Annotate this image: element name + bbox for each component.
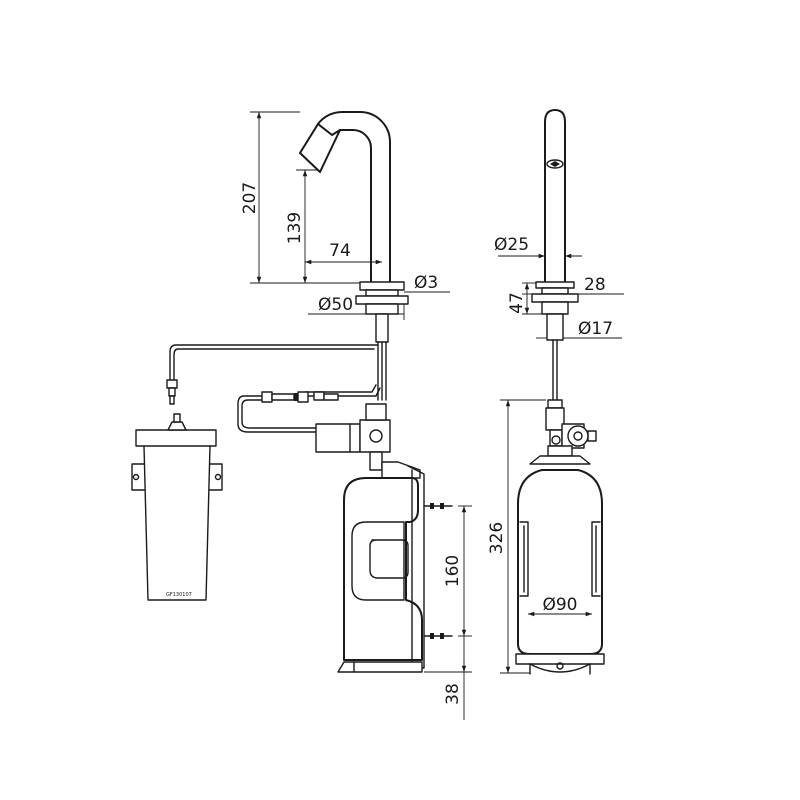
soap-bottle-side (515, 399, 605, 675)
dim-spout-diameter: Ø25 (494, 235, 529, 255)
bottle-front-dimensions: 160 38 (424, 505, 472, 720)
dim-base-diameter: Ø50 (318, 295, 353, 315)
dim-bracket-spacing: 160 (443, 555, 463, 587)
wall-bracket-cover: GF130107 (131, 413, 223, 601)
bottle-side-dimensions: 326 Ø90 (487, 399, 592, 674)
faucet-side-view (531, 109, 579, 401)
faucet-front-dimensions: 207 139 74 Ø3 Ø50 (240, 111, 450, 320)
dim-shank-diameter: Ø17 (578, 319, 613, 339)
dim-spout-reach: 74 (329, 241, 351, 261)
dim-faucet-height: 207 (240, 182, 260, 214)
mounting-screw-bottom (423, 633, 453, 639)
dim-deck-thickness: 47 (507, 292, 527, 314)
part-code-label: GF130107 (166, 592, 192, 598)
dim-hole-diameter: Ø3 (414, 273, 438, 293)
faucet-front-view (299, 111, 409, 401)
dim-foot-height: 38 (443, 683, 463, 705)
control-unit (315, 403, 391, 471)
soap-bottle-front (337, 461, 453, 673)
dim-bottle-diameter: Ø90 (542, 595, 577, 615)
dim-spout-height: 139 (285, 212, 305, 244)
faucet-side-dimensions: Ø25 28 47 Ø17 (494, 235, 624, 339)
hose-assembly (166, 344, 381, 433)
mounting-screw-top (423, 503, 453, 509)
dim-base-thickness: 28 (584, 275, 606, 295)
dim-total-height: 326 (487, 522, 507, 554)
